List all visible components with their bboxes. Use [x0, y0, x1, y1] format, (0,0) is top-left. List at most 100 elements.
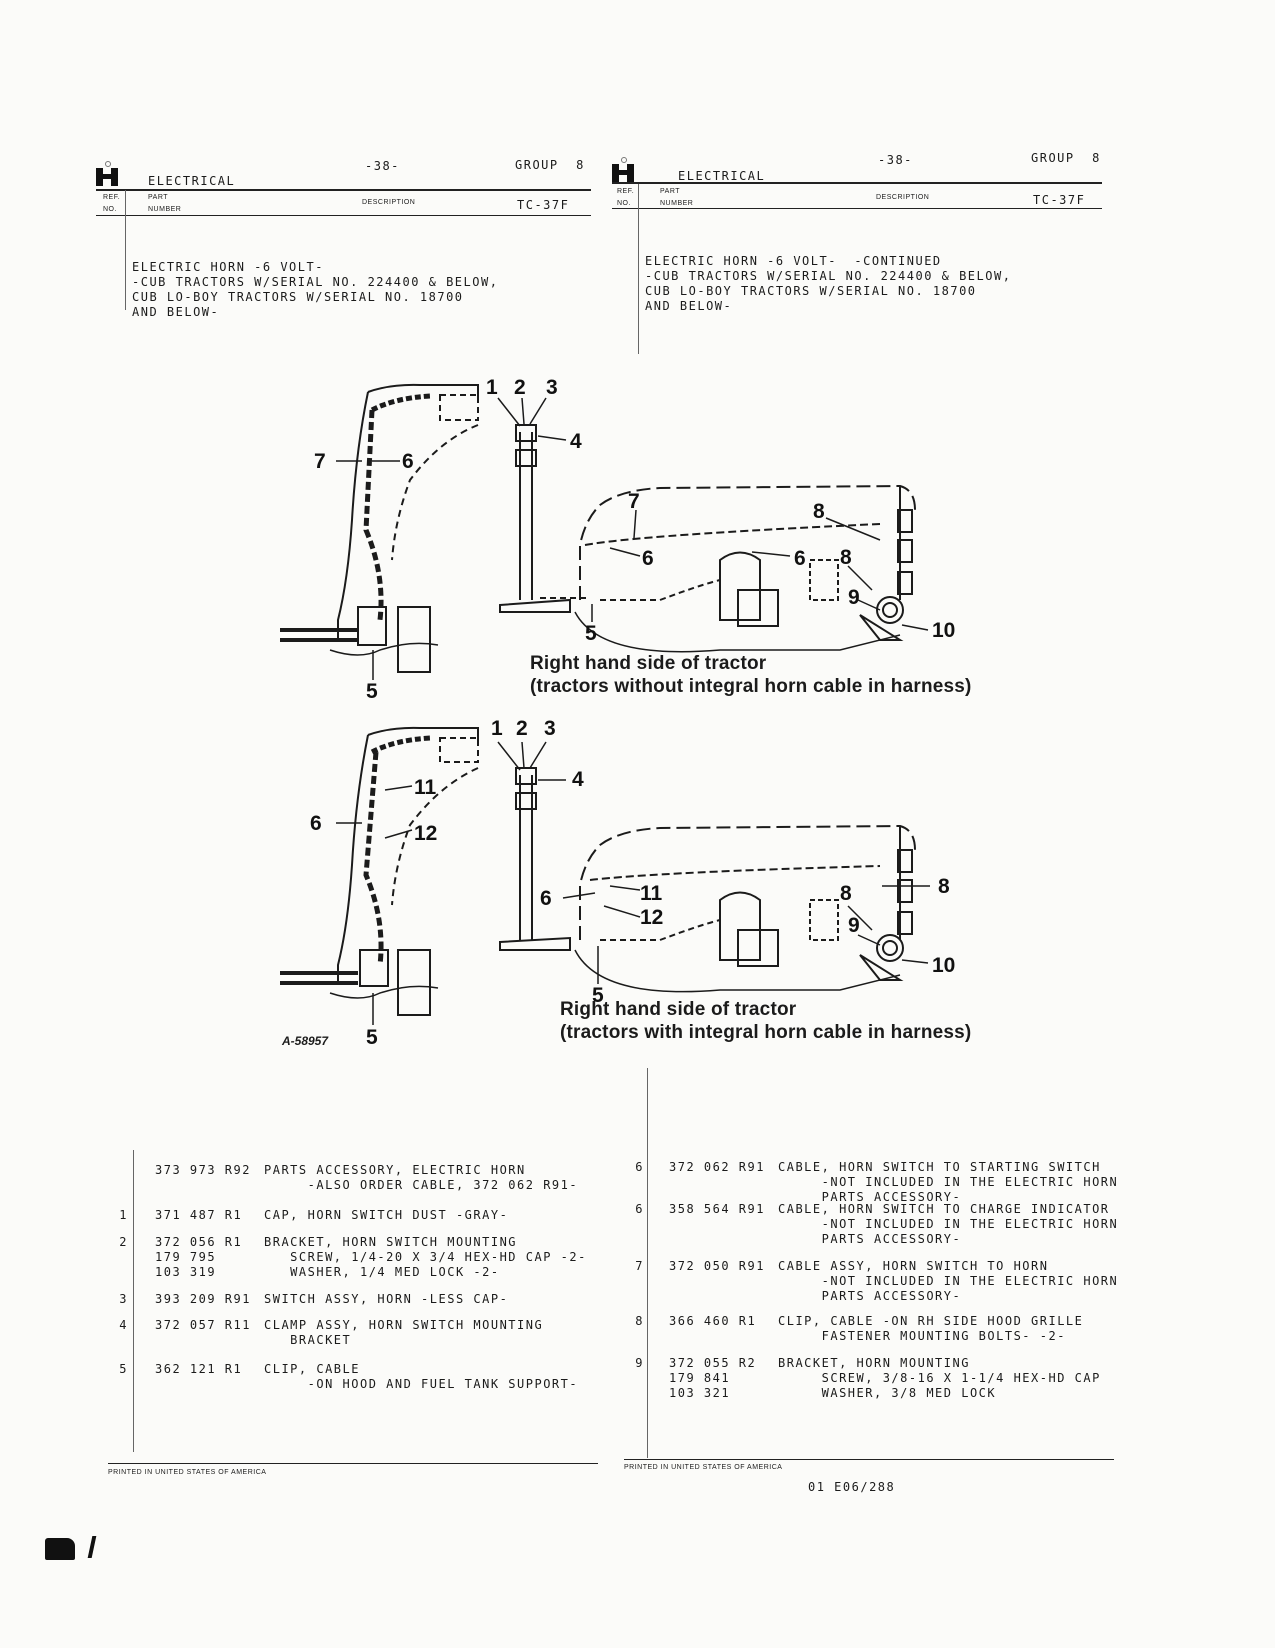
- left-item-ref-4: 4: [119, 1318, 128, 1332]
- top-fender-view: [280, 383, 916, 673]
- left-page-number: -38-: [365, 159, 400, 173]
- left-item-ref-3: 3: [119, 1292, 128, 1306]
- callout-2-lower: 2: [516, 717, 528, 740]
- diagram-caption-1: Right hand side of tractor(tractors with…: [530, 653, 972, 697]
- left-item-description-1: CAP, HORN SWITCH DUST -GRAY-: [264, 1208, 509, 1222]
- left-item-part-number-1: 371 487 R1: [155, 1208, 243, 1222]
- right-item-description-2: CABLE ASSY, HORN SWITCH TO HORN -NOT INC…: [778, 1259, 1119, 1303]
- callout-4: 4: [570, 430, 582, 453]
- right-item-description-1: CABLE, HORN SWITCH TO CHARGE INDICATOR -…: [778, 1202, 1119, 1246]
- left-item-description-4: CLAMP ASSY, HORN SWITCH MOUNTING BRACKET: [264, 1318, 544, 1347]
- callout-10-lower: 10: [932, 954, 955, 977]
- left-group-label: GROUP 8: [515, 158, 585, 172]
- right-item-part-number-4: 372 055 R2 179 841 103 321: [669, 1356, 757, 1400]
- left-header-rule: [96, 189, 591, 191]
- callout-12b: 12: [640, 906, 663, 929]
- left-column-divider: [125, 190, 126, 310]
- right-col-desc: DESCRIPTION: [876, 194, 930, 201]
- right-title-block: ELECTRIC HORN -6 VOLT- -CONTINUED-CUB TR…: [645, 254, 1012, 313]
- left-item-ref-5: 5: [119, 1362, 128, 1376]
- right-column-divider: [638, 184, 639, 354]
- left-title-block: ELECTRIC HORN -6 VOLT--CUB TRACTORS W/SE…: [132, 260, 499, 319]
- scan-mark-2-icon: [87, 1536, 97, 1558]
- right-col-ref: REF.NO.: [617, 188, 635, 207]
- callout-5: 5: [366, 680, 378, 703]
- callout-11b: 11: [640, 882, 663, 905]
- left-item-part-number-4: 372 057 R11: [155, 1318, 251, 1332]
- callout-1-lower: 1: [491, 717, 503, 740]
- left-list-divider: [133, 1150, 134, 1452]
- callout-3-lower: 3: [544, 717, 556, 740]
- right-item-part-number-1: 358 564 R91: [669, 1202, 765, 1216]
- left-item-description-0: PARTS ACCESSORY, ELECTRIC HORN -ALSO ORD…: [264, 1163, 579, 1192]
- callout-3: 3: [546, 376, 558, 399]
- figure-id: A-58957: [282, 1034, 329, 1048]
- document-code: 01 E06/288: [808, 1480, 896, 1494]
- callout-6d: 6: [540, 887, 552, 910]
- left-item-part-number-5: 362 121 R1: [155, 1362, 243, 1376]
- right-item-description-3: CLIP, CABLE -ON RH SIDE HOOD GRILLE FAST…: [778, 1314, 1084, 1343]
- right-item-description-4: BRACKET, HORN MOUNTING SCREW, 3/8-16 X 1…: [778, 1356, 1101, 1400]
- callout-1: 1: [486, 376, 498, 399]
- diagram-caption-2: Right hand side of tractor(tractors with…: [560, 999, 972, 1043]
- callout-6-lower: 6: [310, 812, 322, 835]
- left-item-description-3: SWITCH ASSY, HORN -LESS CAP-: [264, 1292, 509, 1306]
- callout-8c: 8: [938, 875, 950, 898]
- right-item-part-number-2: 372 050 R91: [669, 1259, 765, 1273]
- right-item-ref-1: 6: [635, 1202, 644, 1216]
- left-item-description-2: BRACKET, HORN SWITCH MOUNTING SCREW, 1/4…: [264, 1235, 587, 1279]
- right-item-description-0: CABLE, HORN SWITCH TO STARTING SWITCH -N…: [778, 1160, 1119, 1204]
- right-item-ref-2: 7: [635, 1259, 644, 1273]
- bottom-fender-view: [280, 726, 916, 1016]
- left-printed-notice: PRINTED IN UNITED STATES OF AMERICA: [108, 1469, 267, 1476]
- left-footer-rule: [108, 1463, 598, 1464]
- callout-5b: 5: [585, 622, 597, 645]
- left-tc-code: TC-37F: [517, 198, 570, 212]
- callout-7b: 7: [628, 490, 640, 513]
- callout-5c: 5: [592, 984, 604, 1007]
- callout-8: 8: [813, 500, 825, 523]
- left-col-desc: DESCRIPTION: [362, 199, 416, 206]
- right-section-title: ELECTRICAL: [678, 169, 766, 183]
- callout-5-lower: 5: [366, 1026, 378, 1049]
- callout-12: 12: [414, 822, 437, 845]
- left-item-part-number-3: 393 209 R91: [155, 1292, 251, 1306]
- callout-10: 10: [932, 619, 955, 642]
- callout-6b: 6: [642, 547, 654, 570]
- right-header-rule-2: [612, 208, 1102, 209]
- callout-8b: 8: [840, 546, 852, 569]
- left-item-ref-1: 1: [119, 1208, 128, 1222]
- right-group-label: GROUP 8: [1031, 151, 1101, 165]
- right-printed-notice: PRINTED IN UNITED STATES OF AMERICA: [624, 1464, 783, 1471]
- right-item-ref-3: 8: [635, 1314, 644, 1328]
- right-list-divider: [647, 1068, 648, 1458]
- callout-7: 7: [314, 450, 326, 473]
- right-item-ref-0: 6: [635, 1160, 644, 1174]
- right-item-part-number-0: 372 062 R91: [669, 1160, 765, 1174]
- callout-2: 2: [514, 376, 526, 399]
- left-item-description-5: CLIP, CABLE -ON HOOD AND FUEL TANK SUPPO…: [264, 1362, 579, 1391]
- left-header-rule-2: [96, 215, 591, 216]
- left-col-ref: REF.NO.: [103, 194, 121, 213]
- ih-logo-right-icon: [612, 157, 634, 182]
- right-page-number: -38-: [878, 153, 913, 167]
- right-item-part-number-3: 366 460 R1: [669, 1314, 757, 1328]
- callout-8-lower: 8: [840, 882, 852, 905]
- right-item-ref-4: 9: [635, 1356, 644, 1370]
- callout-4-lower: 4: [572, 768, 584, 791]
- left-section-title: ELECTRICAL: [148, 174, 236, 188]
- left-item-part-number-0: 373 973 R92: [155, 1163, 251, 1177]
- left-item-part-number-2: 372 056 R1 179 795 103 319: [155, 1235, 243, 1279]
- callout-9: 9: [848, 586, 860, 609]
- callout-9-lower: 9: [848, 914, 860, 937]
- right-header-rule: [612, 182, 1102, 184]
- horn-wiring-diagram: 1 2 3 4 7 6 5 5 7 6 6 8 8 9 10 1 2 3 4 1…: [280, 376, 955, 1049]
- callout-11: 11: [414, 776, 437, 799]
- scan-mark-icon: [45, 1538, 75, 1560]
- ih-logo-left-icon: [96, 161, 118, 186]
- left-item-ref-2: 2: [119, 1235, 128, 1249]
- right-footer-rule: [624, 1459, 1114, 1460]
- callout-6c: 6: [794, 547, 806, 570]
